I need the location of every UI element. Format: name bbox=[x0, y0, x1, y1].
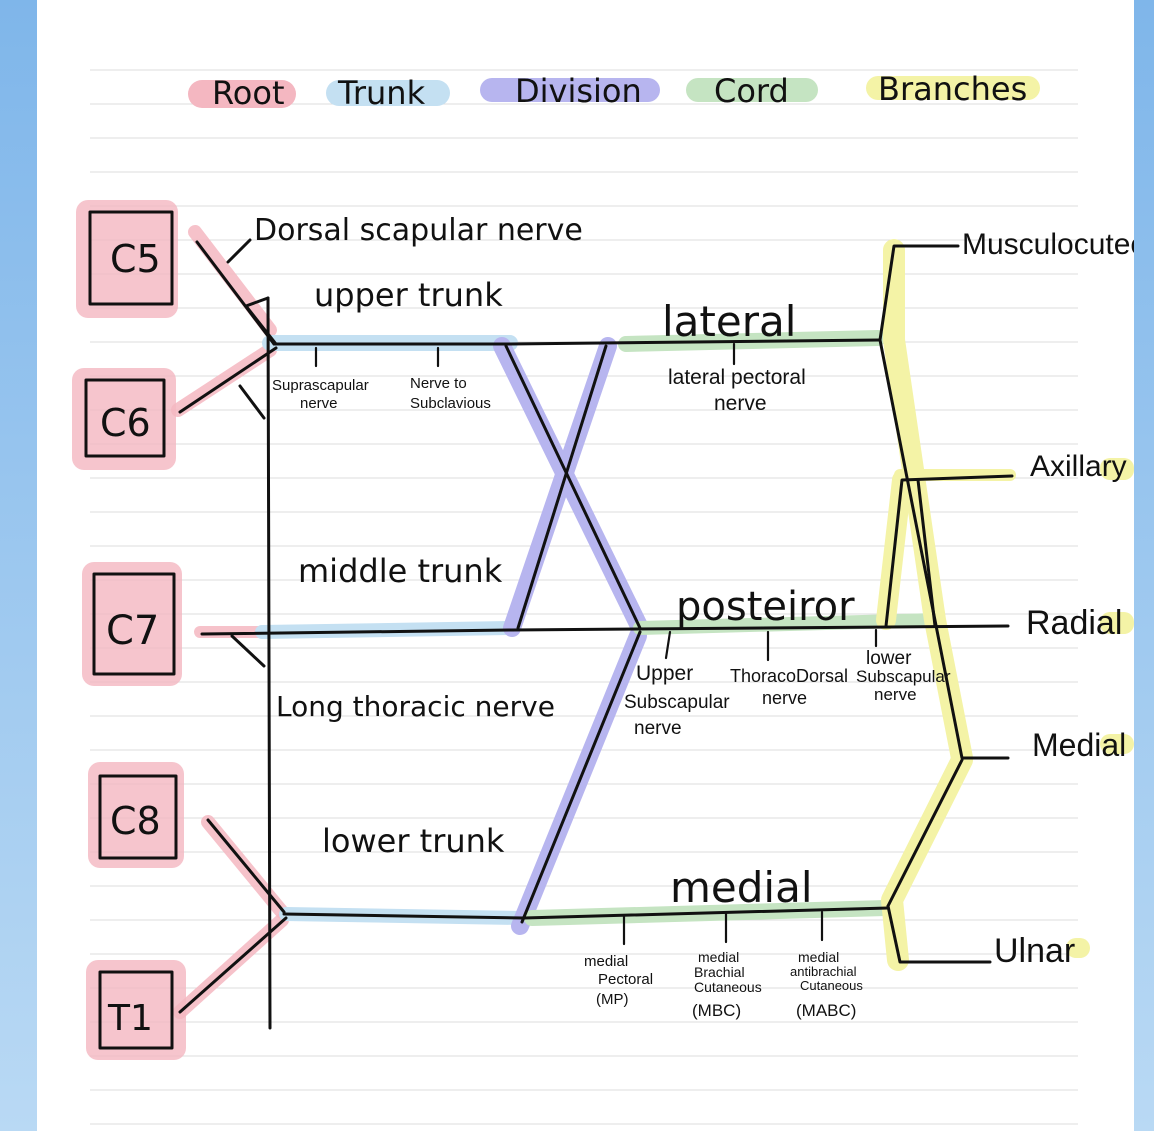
upper-subscapular-label-line-2: Subscapular bbox=[624, 692, 730, 713]
notebook-page: Root Trunk Division Cord Branches bbox=[37, 0, 1134, 1131]
c5-c6-junction bbox=[244, 296, 278, 346]
c8-root-line bbox=[206, 818, 286, 914]
legend-cord-label: Cord bbox=[714, 72, 789, 110]
medial-branch-label: Medial bbox=[1032, 727, 1126, 763]
radial-label: Radial bbox=[1026, 604, 1122, 642]
mbc-label-line-4: (MBC) bbox=[692, 1001, 741, 1020]
root-c6-box bbox=[84, 378, 166, 458]
long-thoracic-line bbox=[230, 634, 266, 668]
mbc-label-line-2: Brachial bbox=[694, 964, 745, 980]
c6-root-line bbox=[178, 346, 278, 414]
lateral-cord-line bbox=[508, 338, 882, 346]
suprascapular-label-line-1: Suprascapular bbox=[272, 377, 369, 394]
labels: Dorsal scapular nerve upper trunk middle… bbox=[254, 213, 1134, 1020]
medial-to-median-line bbox=[886, 758, 964, 908]
mabc-label-line-2: antibrachial bbox=[790, 964, 857, 979]
middle-trunk-label: middle trunk bbox=[298, 552, 503, 590]
long-thoracic-label: Long thoracic nerve bbox=[276, 690, 555, 723]
mabc-label-line-4: (MABC) bbox=[796, 1001, 856, 1020]
c6-branch-line bbox=[238, 384, 266, 420]
medial-pectoral-label-line-3: (MP) bbox=[596, 991, 629, 1008]
ulnar-label: Ulnar bbox=[994, 932, 1075, 970]
root-c8-box bbox=[98, 774, 178, 860]
lower-trunk-label: lower trunk bbox=[322, 822, 505, 860]
root-c7-box bbox=[92, 572, 176, 676]
root-t1-label: T1 bbox=[107, 998, 153, 1039]
upper-subscapular-tick bbox=[664, 630, 672, 660]
mabc-label-line-1: medial bbox=[798, 949, 839, 965]
c7-root-line bbox=[200, 628, 514, 636]
musculocutaneous-label: Musculocuteous bbox=[962, 228, 1134, 261]
dorsal-scapular-label: Dorsal scapular nerve bbox=[254, 213, 583, 248]
lower-posterior-division bbox=[520, 630, 642, 924]
legend-root-label: Root bbox=[212, 74, 285, 112]
suprascapular-label-line-2: nerve bbox=[300, 395, 338, 412]
legend-cord-swatch bbox=[686, 78, 818, 102]
musculocutaneous-line bbox=[878, 244, 960, 342]
t1-root-line bbox=[178, 916, 288, 1014]
root-c8-label: C8 bbox=[110, 799, 161, 843]
root-c8-highlight bbox=[88, 762, 184, 868]
axillary-line bbox=[884, 474, 1014, 628]
lower-subscapular-label-line-1: lower bbox=[866, 648, 912, 669]
axillary-radial-link bbox=[916, 478, 937, 628]
upper-posterior-division bbox=[504, 344, 642, 630]
lower-subscapular-label-line-2: Subscapular bbox=[856, 667, 951, 686]
upper-trunk-label: upper trunk bbox=[314, 276, 503, 314]
medial-pectoral-label-line-1: medial bbox=[584, 953, 628, 970]
medial-cord-line bbox=[522, 906, 890, 920]
lower-trunk-line bbox=[282, 912, 526, 920]
mabc-label-line-3: Cutaneous bbox=[800, 978, 863, 993]
root-c7-highlight bbox=[82, 562, 182, 686]
legend-division-label: Division bbox=[515, 72, 642, 110]
subclavius-label-line-2: Subclavious bbox=[410, 395, 491, 412]
lateral-pectoral-label-line-1: lateral pectoral bbox=[668, 366, 806, 389]
root-c6-highlight bbox=[72, 368, 176, 470]
legend-branches-swatch bbox=[866, 76, 1040, 100]
posterior-cord-label: posteiror bbox=[676, 584, 855, 630]
upper-subscapular-label-line-3: nerve bbox=[634, 718, 682, 739]
legend-branches-label: Branches bbox=[878, 70, 1027, 108]
thoracodorsal-label-line-1: ThoracoDorsal bbox=[730, 666, 848, 686]
root-vertical-line bbox=[266, 296, 272, 1030]
root-c6-label: C6 bbox=[100, 401, 151, 445]
root-c7-label: C7 bbox=[106, 608, 159, 654]
legend-trunk-swatch bbox=[326, 80, 450, 106]
posterior-cord-line bbox=[510, 624, 1010, 632]
medial-cord-label: medial bbox=[670, 863, 813, 912]
thoracodorsal-label-line-2: nerve bbox=[762, 688, 807, 708]
legend-division-swatch bbox=[480, 78, 660, 102]
legend-trunk-label: Trunk bbox=[337, 74, 426, 112]
lateral-pectoral-label-line-2: nerve bbox=[714, 392, 767, 415]
mbc-label-line-3: Cutaneous bbox=[694, 979, 762, 995]
root-t1-highlight bbox=[86, 960, 186, 1060]
subclavius-label-line-1: Nerve to bbox=[410, 375, 467, 392]
nerve-lines bbox=[178, 238, 1014, 1030]
root-c5-label: C5 bbox=[110, 237, 161, 281]
upper-anterior-division bbox=[516, 344, 608, 630]
brachial-plexus-diagram: Root Trunk Division Cord Branches bbox=[72, 69, 1134, 1125]
roots: C5 C6 C7 C8 T1 bbox=[84, 210, 178, 1050]
mbc-label-line-1: medial bbox=[698, 949, 739, 965]
root-c5-box bbox=[88, 210, 174, 306]
dorsal-scapular-line bbox=[226, 238, 252, 264]
lateral-cord-label: lateral bbox=[662, 297, 796, 346]
legend: Root Trunk Division Cord Branches bbox=[188, 70, 1040, 112]
medial-pectoral-label-line-2: Pectoral bbox=[598, 971, 653, 988]
legend-root-swatch bbox=[188, 80, 296, 108]
root-t1-box bbox=[98, 970, 174, 1050]
root-c5-highlight bbox=[76, 200, 178, 318]
ulnar-line bbox=[886, 904, 992, 964]
lower-subscapular-label-line-3: nerve bbox=[874, 685, 917, 704]
axillary-label: Axillary bbox=[1030, 450, 1127, 483]
upper-subscapular-label-line-1: Upper bbox=[636, 662, 693, 685]
